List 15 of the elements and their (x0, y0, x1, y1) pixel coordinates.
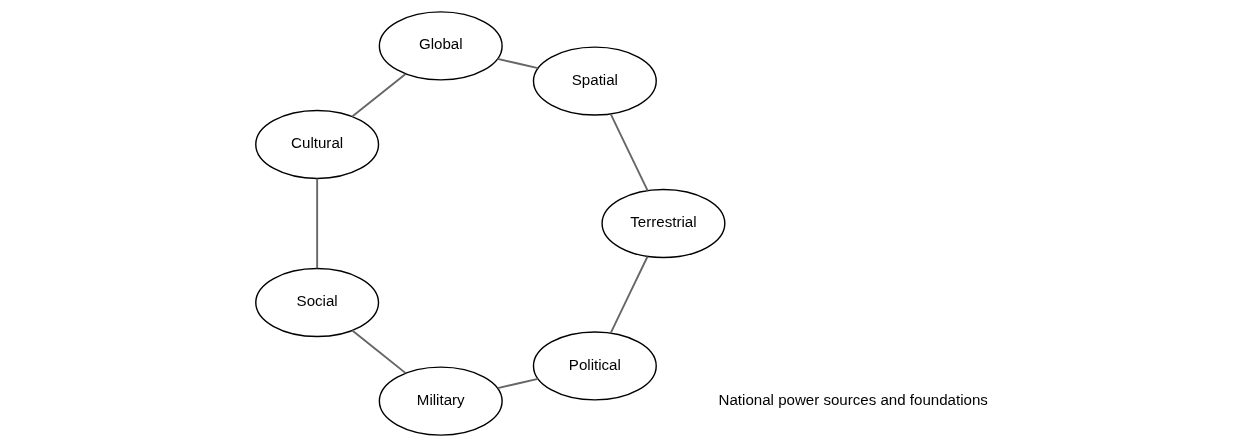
label: National power sources and foundations (718, 390, 988, 408)
node-ellipse: Social (255, 267, 380, 338)
connector (351, 329, 407, 375)
node-ellipse: Spatial (532, 46, 657, 116)
connector (496, 57, 539, 69)
connector (609, 255, 649, 334)
node-ellipse: Cultural (255, 109, 380, 180)
node-ellipse: Military (378, 366, 503, 436)
node-ellipse: Terrestrial (601, 188, 726, 259)
node-ellipse: Political (532, 331, 657, 401)
connector (609, 113, 649, 192)
connector (351, 73, 407, 118)
node-ellipse: Global (378, 11, 503, 81)
connector (316, 177, 319, 270)
connector (496, 378, 539, 390)
